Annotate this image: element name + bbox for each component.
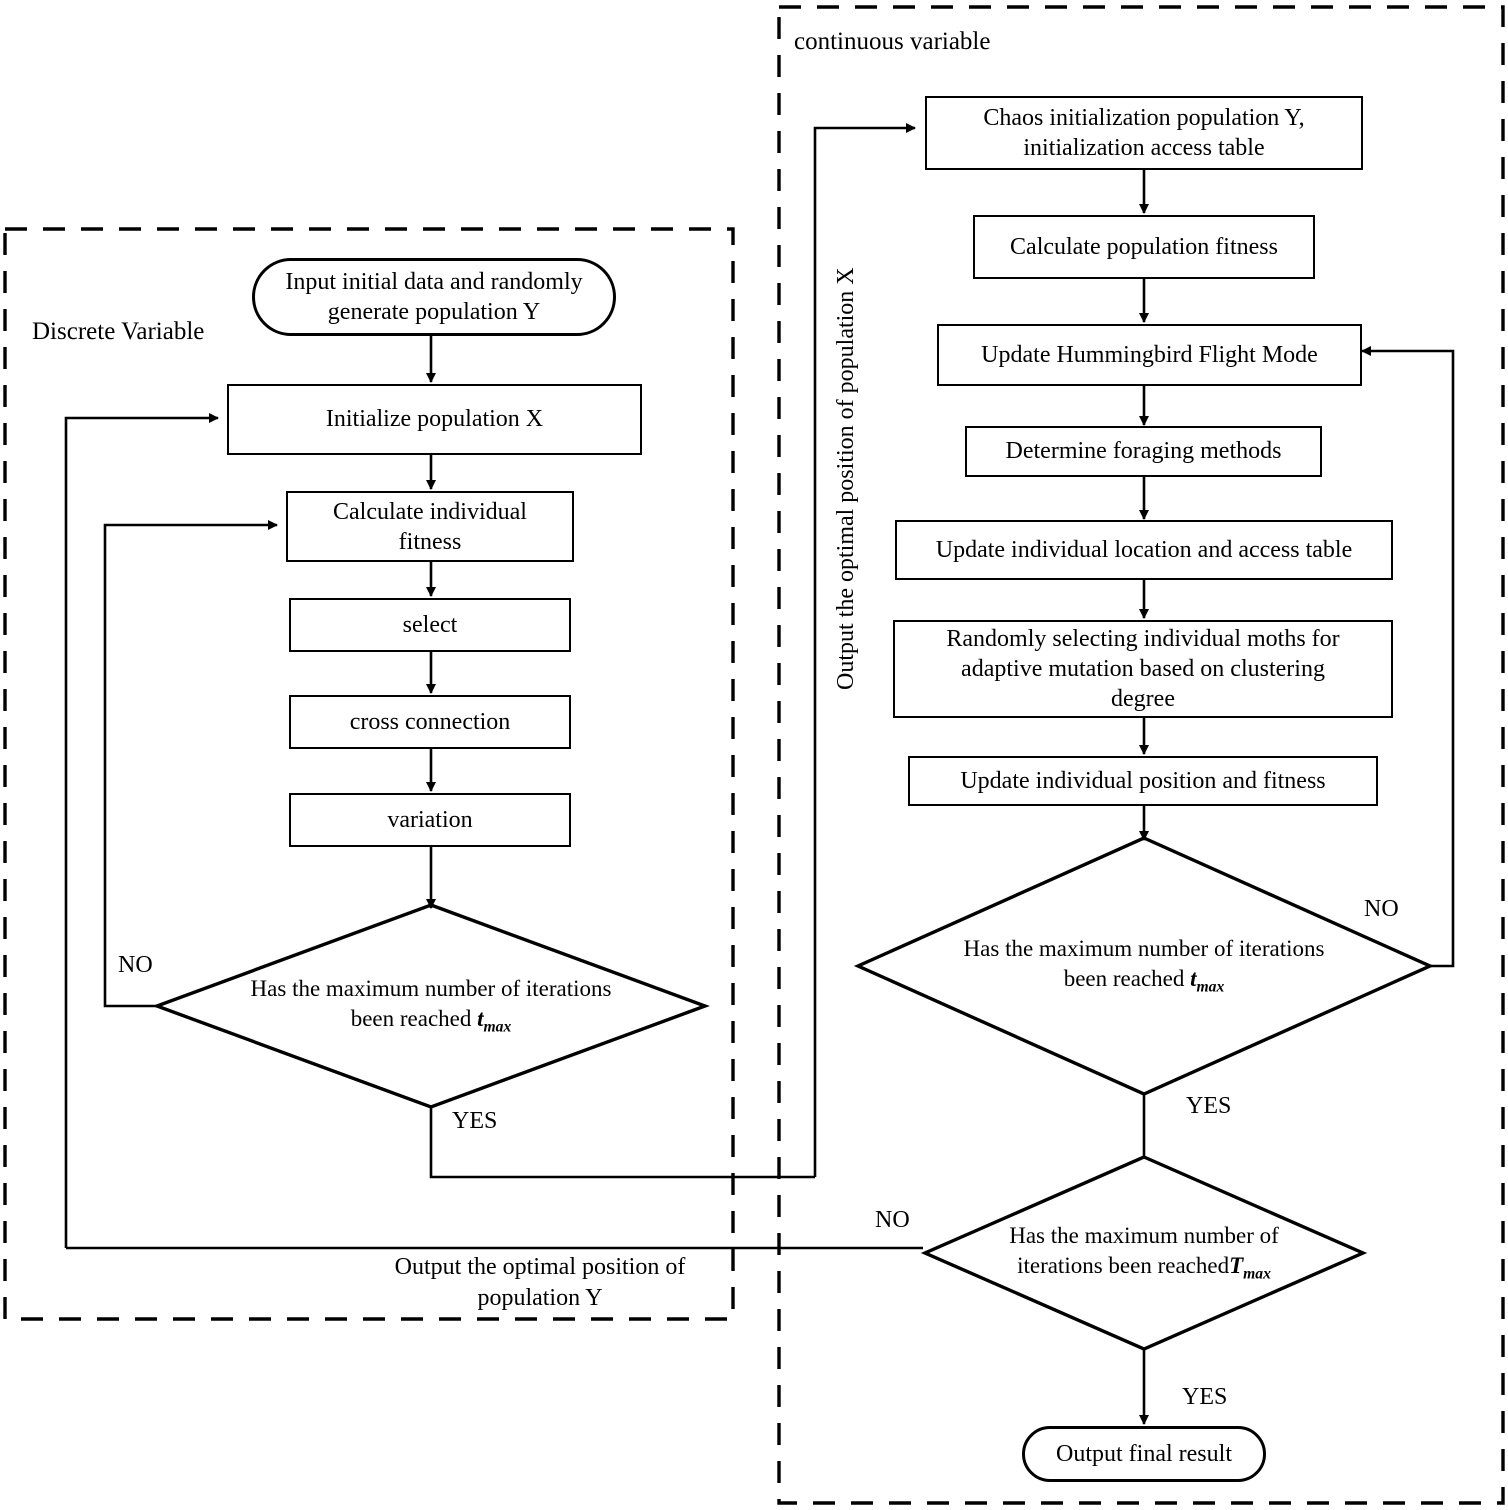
node-output-final-result[interactable]: Output final result [1022, 1426, 1266, 1482]
edge-label-right-outer-no: NO [875, 1207, 910, 1233]
node-line-1: Update Hummingbird Flight Mode [981, 341, 1318, 368]
node-line-1: variation [387, 806, 473, 833]
node-select[interactable]: select [289, 598, 571, 652]
node-variation[interactable]: variation [289, 793, 571, 847]
tmax-symbol: tmax [1190, 965, 1225, 996]
edge-label-left-no: NO [118, 952, 153, 978]
node-calculate-population-fitness[interactable]: Calculate population fitness [973, 215, 1315, 279]
node-line-1: Output final result [1056, 1440, 1232, 1467]
node-update-individual-position[interactable]: Update individual position and fitness [908, 756, 1378, 806]
edge-label-left-yes: YES [452, 1108, 498, 1134]
node-update-individual-location[interactable]: Update individual location and access ta… [895, 520, 1393, 580]
node-line-2: initialization access table [1023, 135, 1265, 161]
node-decision-right-Tmax[interactable]: Has the maximum number of iterations bee… [965, 1215, 1323, 1291]
node-cross-connection[interactable]: cross connection [289, 695, 571, 749]
node-line-1: Chaos initialization population Y, [983, 105, 1305, 131]
node-line-1: Has the maximum number of [1009, 1223, 1279, 1249]
node-decision-left-tmax[interactable]: Has the maximum number of iterations bee… [185, 968, 677, 1044]
node-line-2: fitness [398, 528, 462, 555]
edge-label-right-outer-yes: YES [1182, 1384, 1228, 1410]
Tmax-symbol: Tmax [1229, 1252, 1271, 1283]
node-decision-right-tmax[interactable]: Has the maximum number of iterations bee… [895, 928, 1393, 1004]
node-calculate-individual-fitness[interactable]: Calculate individual fitness [286, 491, 574, 562]
bridge-bottom-label: Output the optimal position of populatio… [340, 1252, 740, 1314]
node-line-1: Has the maximum number of iterations [963, 936, 1325, 962]
node-line-1: Calculate population fitness [1010, 233, 1278, 260]
node-line-3: degree [1111, 686, 1175, 712]
node-line-1: Randomly selecting individual moths for [946, 626, 1340, 652]
node-line-1: Input initial data and randomly [285, 269, 583, 295]
node-line-1: select [402, 611, 458, 638]
node-line-2: iterations been reachedTmax [1017, 1252, 1271, 1283]
node-line-1: Calculate individual [333, 498, 527, 525]
bridge-bottom-line-2: population Y [477, 1285, 603, 1312]
node-line-2: been reached tmax [1063, 965, 1225, 996]
node-line-1: Update individual position and fitness [960, 767, 1326, 794]
node-line-2: adaptive mutation based on clustering [961, 656, 1325, 682]
tmax-symbol: tmax [477, 1005, 512, 1036]
node-chaos-initialization[interactable]: Chaos initialization population Y, initi… [925, 96, 1363, 170]
right-panel-caption: continuous variable [794, 28, 991, 55]
node-update-hummingbird-flight-mode[interactable]: Update Hummingbird Flight Mode [937, 324, 1362, 386]
edge-label-right-inner-no: NO [1364, 896, 1399, 922]
node-line-2: been reached tmax [350, 1005, 512, 1036]
node-line-1: Has the maximum number of iterations [250, 976, 612, 1002]
node-determine-foraging-methods[interactable]: Determine foraging methods [965, 426, 1322, 477]
edge-label-right-inner-yes: YES [1186, 1093, 1232, 1119]
node-initialize-population-x[interactable]: Initialize population X [227, 384, 642, 455]
node-line-1: Initialize population X [325, 406, 544, 432]
node-randomly-selecting-moths[interactable]: Randomly selecting individual moths for … [893, 620, 1393, 718]
bridge-vertical-label: Output the optimal position of populatio… [833, 267, 859, 690]
node-line-1: Update individual location and access ta… [935, 536, 1353, 563]
node-line-2: generate population Y [327, 299, 541, 325]
node-input-initial-data[interactable]: Input initial data and randomly generate… [252, 258, 616, 336]
bridge-bottom-line-1: Output the optimal position of [394, 1254, 686, 1280]
left-panel-caption: Discrete Variable [32, 318, 205, 345]
node-line-1: cross connection [349, 708, 511, 735]
node-line-1: Determine foraging methods [1005, 438, 1282, 464]
